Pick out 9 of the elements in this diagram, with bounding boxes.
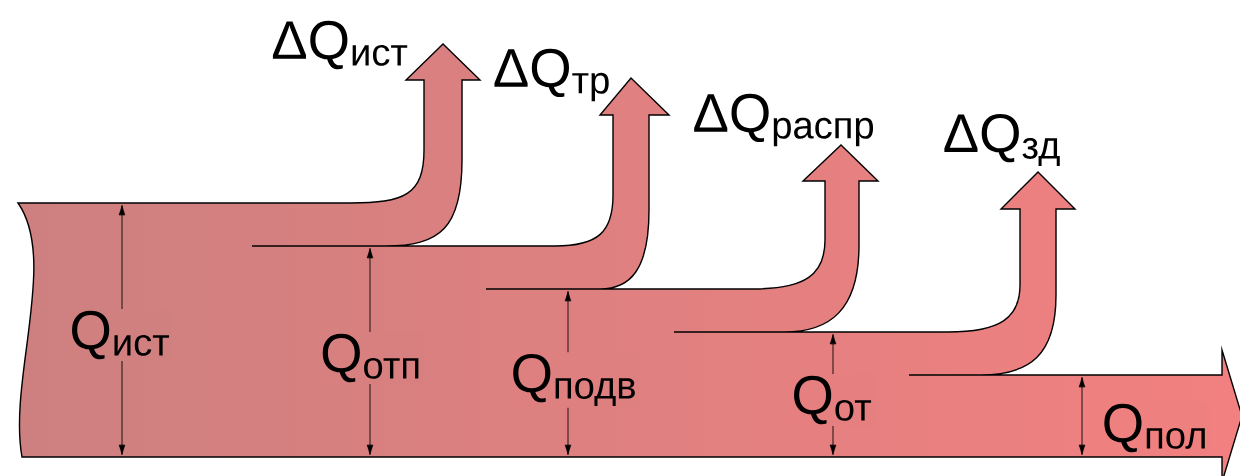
quantity-label: Q$_{ист}$ (67, 309, 173, 361)
quantity-label: ΔQ$_{ист}$ (272, 20, 408, 70)
quantity-label: Q$_{пол}$ (1100, 402, 1211, 454)
quantity-label: Q$_{от}$ (789, 374, 875, 426)
quantity-label: Q$_{подв}$ (508, 352, 640, 408)
quantity-label: ΔQ$_{тр}$ (494, 48, 609, 102)
quantity-label: ΔQ$_{распр}$ (694, 93, 874, 147)
quantity-label: ΔQ$_{зд}$ (944, 113, 1060, 167)
quantity-label: Q$_{отп}$ (318, 332, 424, 384)
